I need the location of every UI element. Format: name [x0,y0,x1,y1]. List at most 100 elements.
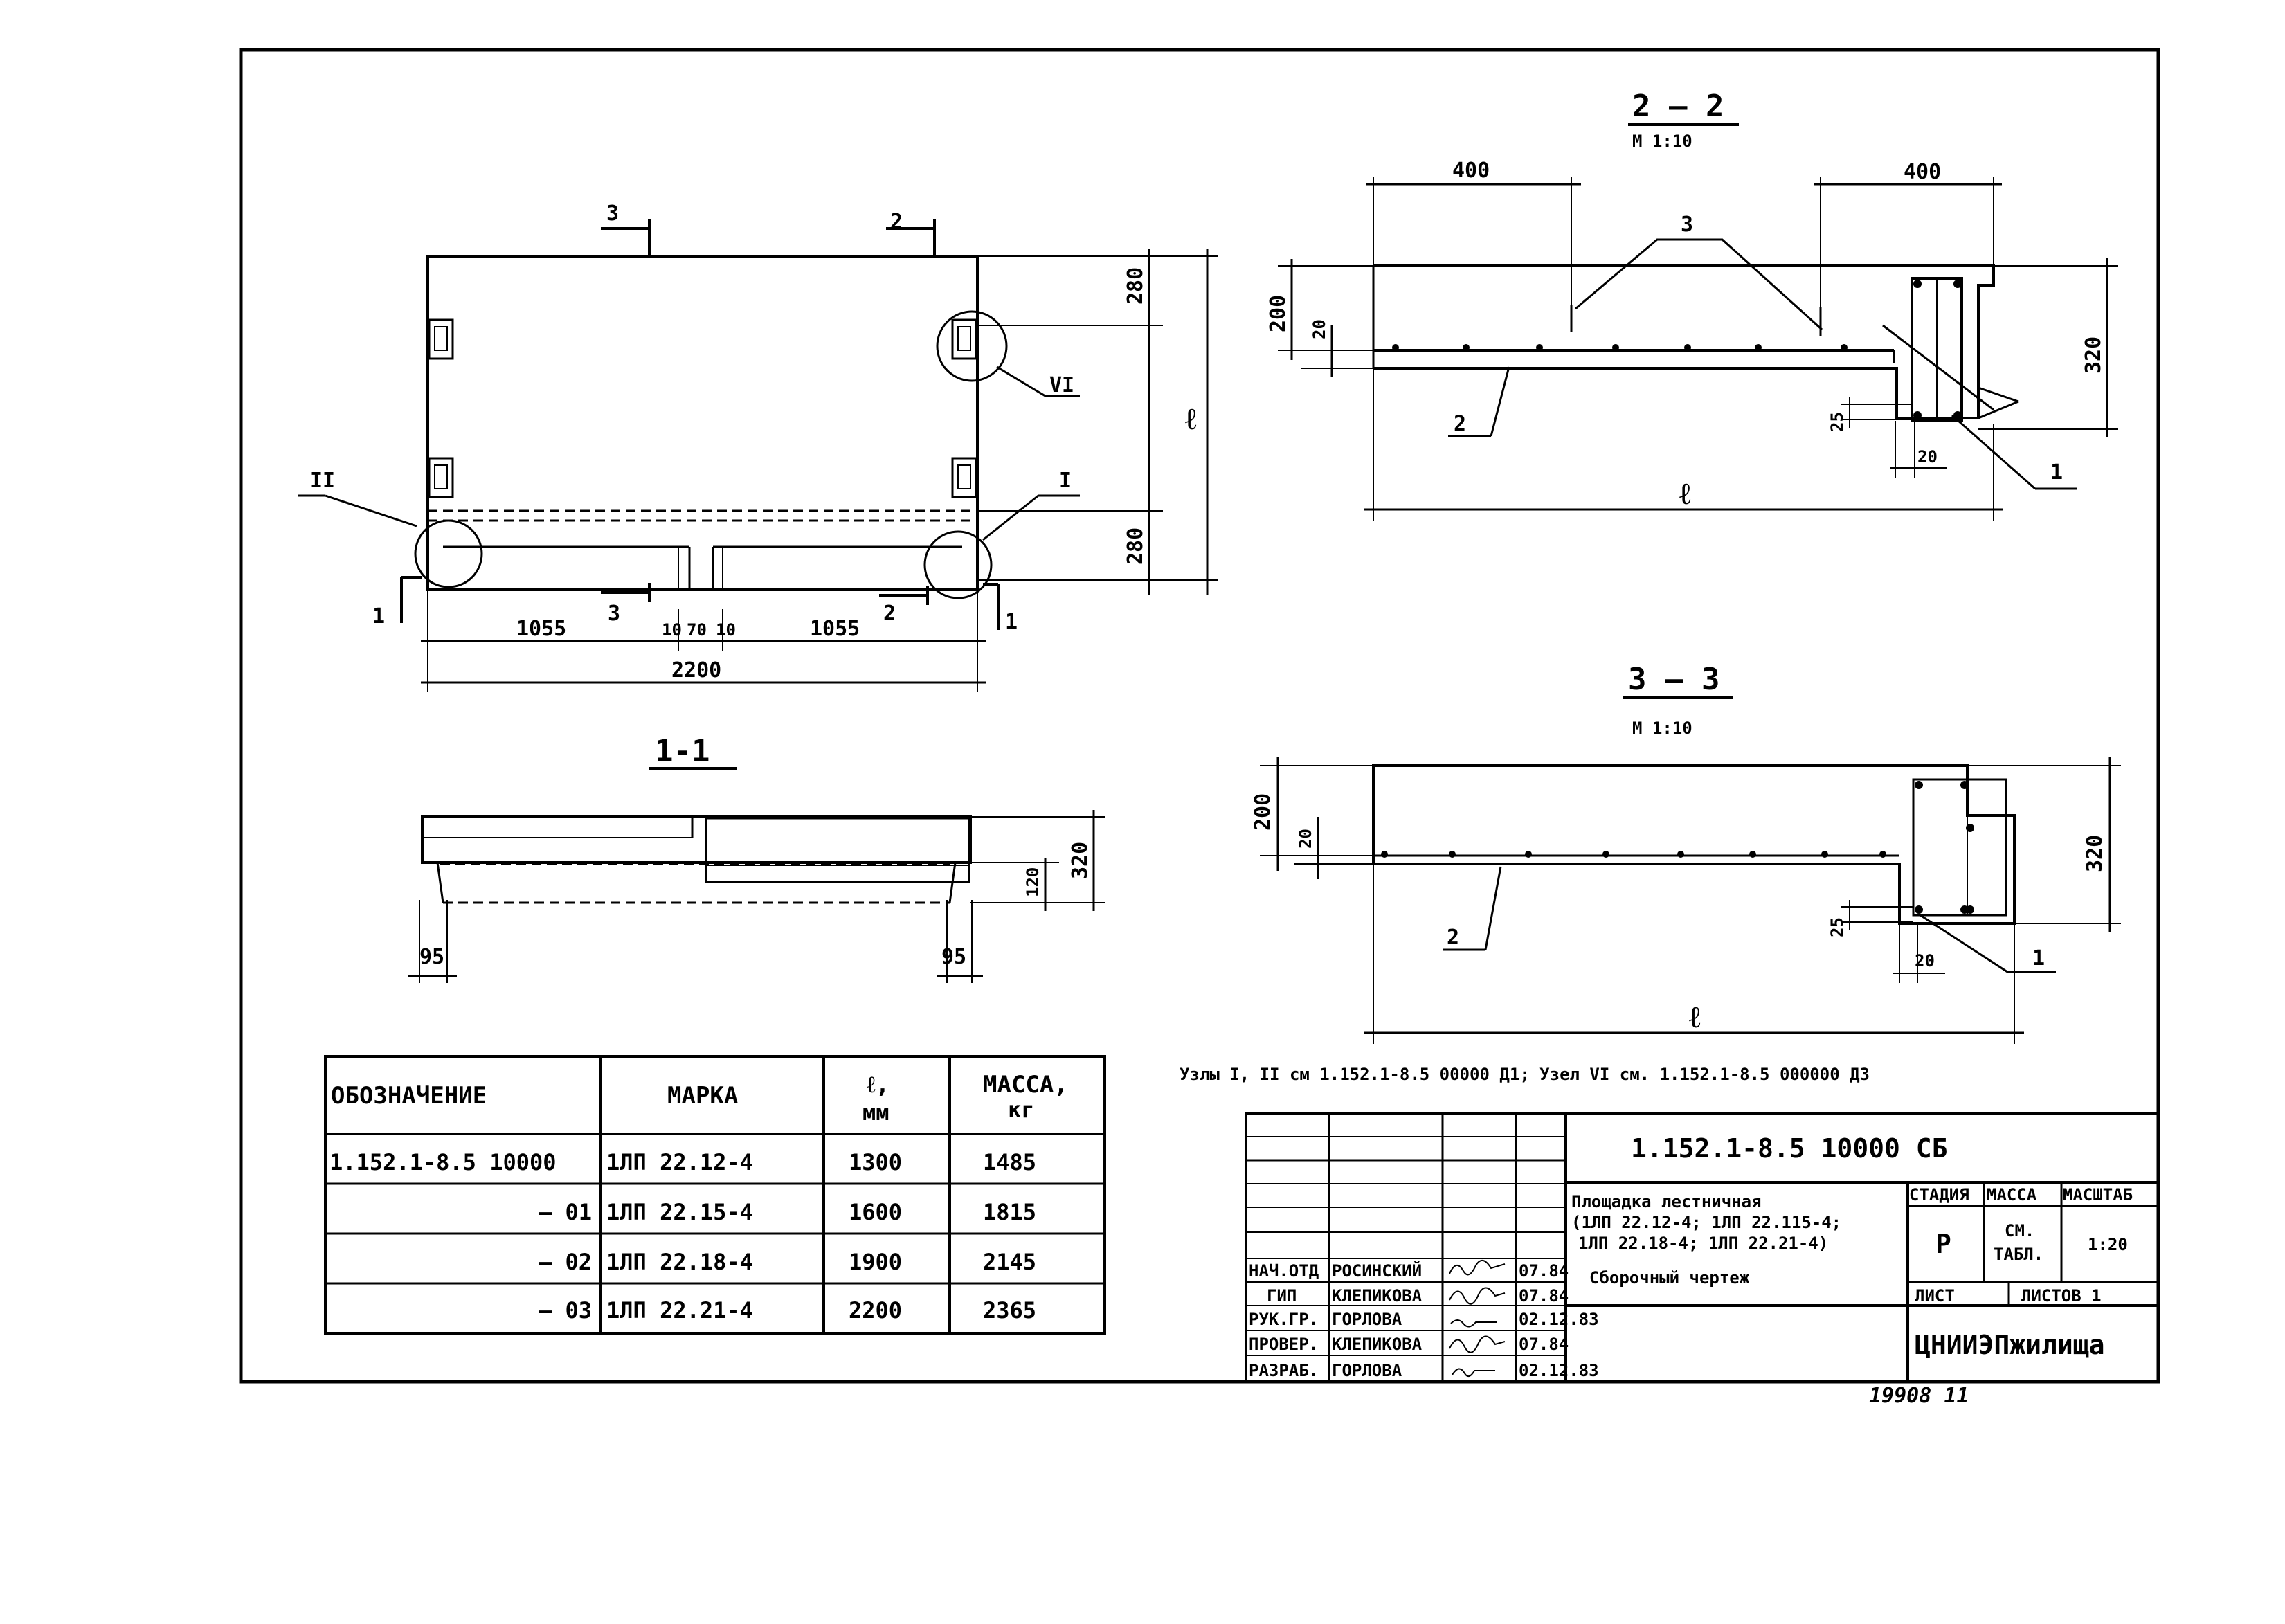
dim-280-top: 280 [1123,267,1148,305]
dim-20: 20 [1296,829,1315,849]
dim-2200: 2200 [671,658,721,683]
callout-1: 1 [2050,460,2063,485]
row-designation: – 02 [539,1249,592,1275]
org-name: ЦНИИЭПжилища [1915,1330,2105,1360]
archive-number: 19908 11 [1869,1384,1969,1408]
dim-1055-left: 1055 [516,617,566,641]
sig-role: ПРОВЕР. [1249,1335,1319,1354]
row-length: 2200 [849,1297,902,1324]
sig-date: 07.84 [1519,1261,1569,1281]
row-mass: 2145 [983,1249,1036,1275]
section-2-2: 2 — 2 М 1:10 3 2 1 [1266,89,2118,521]
mass-value-2: ТАБЛ. [1994,1245,2043,1264]
node-label-II: II [310,469,335,493]
dim-400-right: 400 [1904,160,1941,184]
row-length: 1300 [849,1149,902,1175]
dim-95-left: 95 [419,945,444,969]
header-mass: МАССА, [983,1071,1068,1099]
callout-3: 3 [1681,213,1693,237]
sig-date: 02.12.83 [1519,1361,1599,1380]
doc-type: Сборочный чертеж [1589,1268,1750,1288]
header-designation: ОБОЗНАЧЕНИЕ [331,1082,487,1110]
section-3-3-title: 3 — 3 [1628,662,1719,697]
mass-value-1: СМ. [2005,1221,2034,1240]
node-circle-VI [936,310,1008,382]
header-length: ℓ, [867,1071,889,1099]
dim-20-bottom: 20 [1917,447,1938,467]
sig-name: ГОРЛОВА [1332,1361,1402,1380]
dim-25: 25 [1827,412,1847,432]
doc-code: 1.152.1-8.5 10000 СБ [1631,1133,1948,1164]
dim-280-bottom: 280 [1123,527,1148,565]
node-circle-II [414,519,483,588]
doc-name-line1: Площадка лестничная [1571,1192,1762,1211]
callout-2: 2 [1454,412,1466,436]
section-3-3-scale: М 1:10 [1632,719,1692,738]
cut-mark-1-left: 1 [372,604,385,629]
dim-200: 200 [1266,295,1290,332]
node-label-VI: VI [1049,373,1074,397]
stage-value: Р [1935,1229,1951,1259]
sig-name: ГОРЛОВА [1332,1310,1402,1329]
sig-name: КЛЕПИКОВА [1332,1335,1423,1354]
sheet-frame [239,48,2160,1384]
plan-view: II I VI 3 2 3 2 1 1 1055 10 70 10 1055 2… [298,201,1218,692]
row-mark: 1ЛП 22.15-4 [606,1199,753,1225]
scale-value: 1:20 [2088,1235,2128,1254]
sig-date: 07.84 [1519,1335,1569,1354]
stage-header: СТАДИЯ [1909,1185,1969,1205]
dim-25: 25 [1827,917,1847,937]
plan-outline [426,255,979,591]
sheet-label: ЛИСТ [1915,1286,1955,1306]
title-block: НАЧ.ОТД РОСИНСКИЙ 07.84 ГИП КЛЕПИКОВА 07… [1245,1112,2160,1383]
nodes-note: Узлы I, II см 1.152.1-8.5 00000 Д1; Узел… [1180,1065,1870,1084]
dim-95-right: 95 [941,945,966,969]
node-circle-I [923,530,993,599]
sig-date: 07.84 [1519,1286,1569,1306]
callout-2: 2 [1447,926,1459,950]
row-mark: 1ЛП 22.18-4 [606,1249,753,1275]
dim-1055-right: 1055 [810,617,860,641]
dim-10-a: 10 [662,620,682,640]
row-designation: 1.152.1-8.5 10000 [329,1149,557,1175]
dim-320: 320 [1068,842,1092,879]
dim-400-left: 400 [1452,159,1490,183]
sig-role: НАЧ.ОТД [1249,1261,1319,1281]
node-label-I: I [1059,469,1072,493]
sig-role: РУК.ГР. [1249,1310,1319,1329]
sig-role: РАЗРАБ. [1249,1361,1319,1380]
dim-20-bottom: 20 [1915,951,1935,971]
section-2-2-title: 2 — 2 [1632,89,1724,124]
callout-1: 1 [2032,946,2045,971]
row-designation: – 01 [539,1199,592,1225]
section-2-2-scale: М 1:10 [1632,132,1692,151]
row-mass: 1485 [983,1149,1036,1175]
dim-length-2: ℓ [1679,476,1691,512]
row-mass: 1815 [983,1199,1036,1225]
scale-header: МАСШТАБ [2063,1185,2133,1205]
row-length: 1900 [849,1249,902,1275]
section-1-1-title: 1-1 [655,734,710,769]
dim-10-c: 10 [716,620,736,640]
dim-120: 120 [1023,867,1042,897]
sheets-label: ЛИСТОВ 1 [2021,1286,2102,1306]
header-length-unit: мм [862,1099,889,1126]
section-3-3: 3 — 3 М 1:10 2 1 200 20 320 25 [1251,662,2121,1044]
dim-200: 200 [1251,793,1275,831]
doc-name-line3: 1ЛП 22.18-4; 1ЛП 22.21-4) [1578,1234,1828,1253]
dim-320: 320 [2081,336,2106,374]
cut-mark-2-top: 2 [890,210,903,234]
dim-length-3: ℓ [1689,1000,1701,1035]
row-mark: 1ЛП 22.21-4 [606,1297,753,1324]
dim-length: ℓ [1185,402,1197,437]
doc-name-line2: (1ЛП 22.12-4; 1ЛП 22.115-4; [1571,1213,1841,1232]
rebar-dots [1392,344,1848,351]
cut-mark-1-right: 1 [1005,610,1018,634]
sig-role: ГИП [1267,1286,1297,1306]
row-designation: – 03 [539,1297,592,1324]
mass-header: МАССА [1987,1185,2037,1205]
sig-date: 02.12.83 [1519,1310,1599,1329]
cut-mark-3-top: 3 [606,201,619,226]
section-1-1: 1-1 95 95 120 320 [408,734,1105,983]
